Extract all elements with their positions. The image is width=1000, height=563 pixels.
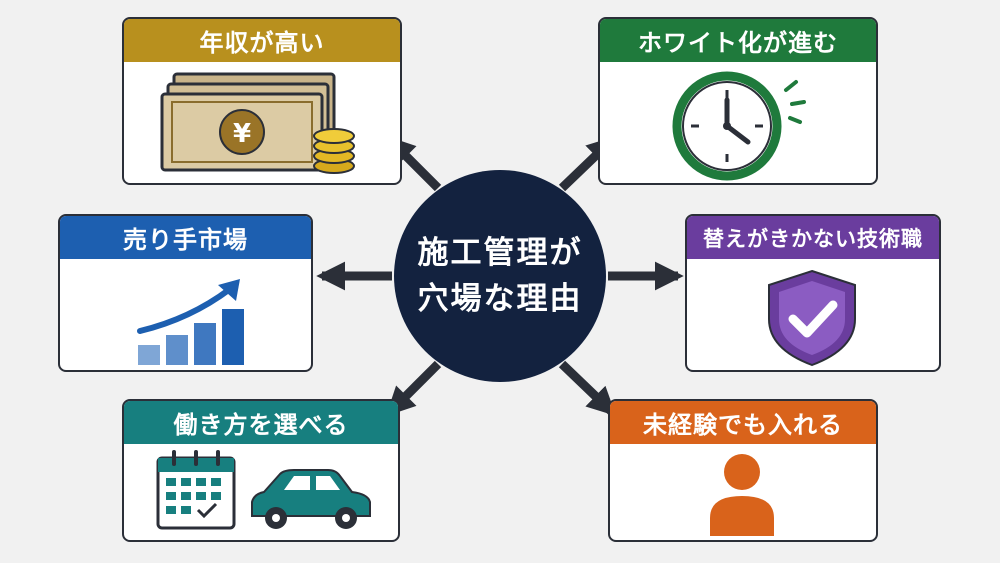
card-white-title: ホワイト化が進む [638,29,838,57]
card-white: ホワイト化が進む [598,17,878,185]
center-hub: 施工管理が 穴場な理由 [394,170,606,382]
shield-check-icon [768,269,856,367]
card-market-body [60,259,311,370]
card-beginner-body [610,444,876,540]
card-skill-header: 替えがきかない技術職 [687,216,939,259]
card-beginner-header: 未経験でも入れる [610,401,876,444]
rising-bar-chart-icon [137,279,244,365]
card-workstyle-header: 働き方を選べる [124,401,398,444]
card-market: 売り手市場 [58,214,313,372]
card-white-body [600,62,876,183]
card-beginner: 未経験でも入れる [608,399,878,542]
card-workstyle: 働き方を選べる [122,399,400,542]
card-income-header: 年収が高い [124,19,400,62]
card-beginner-title: 未経験でも入れる [643,411,843,439]
card-income-title: 年収が高い [199,29,325,57]
calendar-car-icon [156,450,371,530]
clock-icon [672,71,806,181]
card-skill-title: 替えがきかない技術職 [703,226,923,251]
card-white-header: ホワイト化が進む [600,19,876,62]
card-skill: 替えがきかない技術職 [685,214,941,372]
yen-money-icon: ¥ [160,72,355,174]
person-icon [710,454,774,536]
arrow-to-beginner [558,360,617,416]
card-market-header: 売り手市場 [60,216,311,259]
yen-symbol: ¥ [233,119,251,149]
card-skill-body [687,259,939,370]
hub-line-1: 施工管理が [417,235,583,271]
hub-line-2: 穴場な理由 [417,281,583,317]
card-workstyle-title: 働き方を選べる [173,411,349,439]
card-income: 年収が高い ¥ [122,17,402,185]
card-workstyle-body [124,444,398,540]
card-market-title: 売り手市場 [123,226,248,254]
card-income-body: ¥ [124,62,400,183]
